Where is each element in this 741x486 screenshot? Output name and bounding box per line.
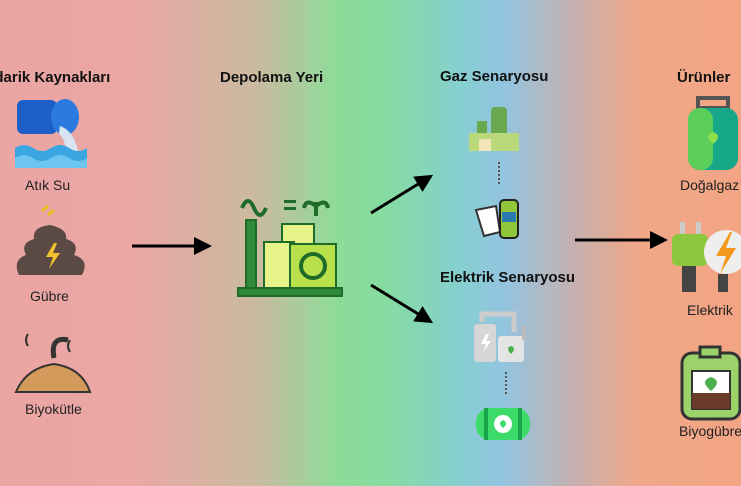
dotted-connector (498, 162, 502, 184)
biogas-facility-icon (469, 107, 519, 151)
product-label: Doğalgaz (680, 177, 740, 193)
wastewater-pipe-icon (15, 99, 87, 168)
dotted-connector (505, 372, 509, 394)
cow-gas-cylinder-icon (474, 199, 519, 239)
manure-icon (16, 204, 85, 275)
electricity-plug-icon (672, 222, 741, 292)
natural-gas-cylinder-icon (688, 96, 738, 170)
header-electric-scenario: Elektrik Senaryosu (440, 269, 576, 286)
source-label: Atık Su (25, 177, 71, 193)
biogas-tank-icon (476, 408, 530, 440)
biofertilizer-container-icon (680, 345, 741, 421)
header-sources: Tedarik Kaynakları (0, 69, 111, 86)
biogas-plant-icon (237, 199, 343, 297)
biomass-icon (14, 333, 92, 393)
source-label: Biyokütle (25, 401, 82, 417)
power-plant-icon (474, 311, 526, 362)
header-products: Ürünler (677, 69, 731, 86)
header-gas-scenario: Gaz Senaryosu (440, 68, 549, 85)
product-label: Biyogübre (679, 423, 741, 439)
header-storage: Depolama Yeri (220, 69, 324, 86)
source-label: Gübre (30, 288, 69, 304)
product-label: Elektrik (687, 302, 733, 318)
